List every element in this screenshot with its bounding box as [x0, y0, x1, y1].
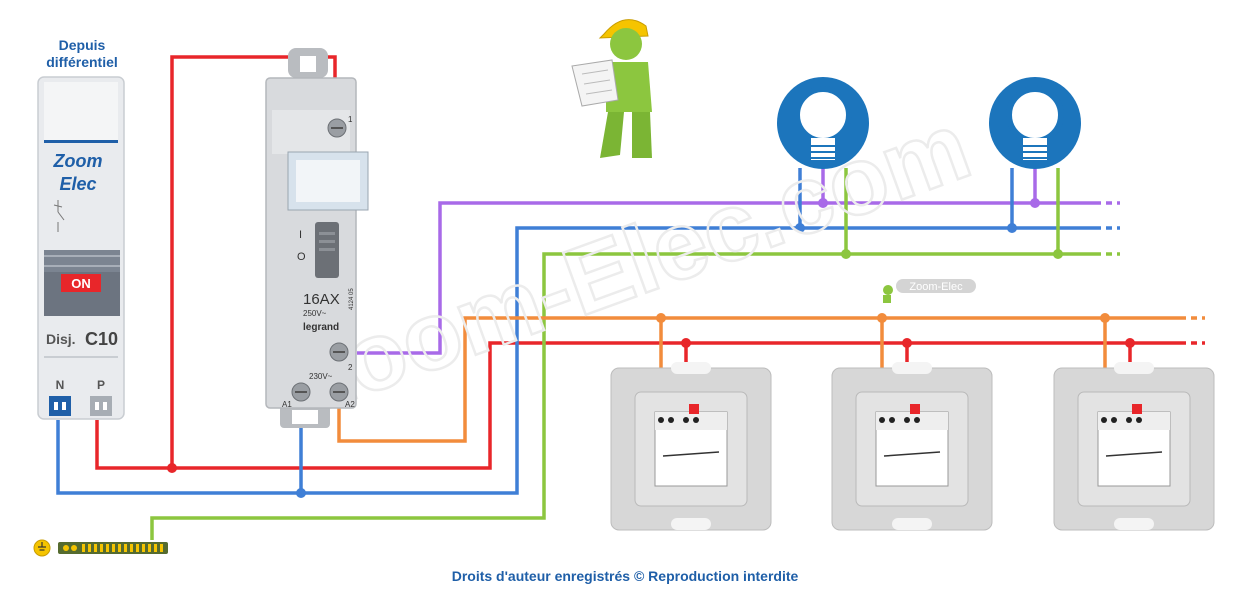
relay-voltage: 250V~ — [303, 309, 327, 318]
earth-symbol-icon — [33, 539, 51, 557]
terminal-p[interactable] — [90, 396, 112, 416]
electrician-figure-icon — [571, 19, 652, 158]
relay-brand: legrand — [303, 322, 339, 333]
wire-lamp-return — [357, 201, 1095, 355]
relay-a2-label: A2 — [345, 400, 355, 409]
zoom-elec-logo-text: Zoom-Elec — [909, 281, 963, 293]
relay-term-2-label: 2 — [348, 363, 353, 372]
terminal-n[interactable] — [49, 396, 71, 416]
wire-neutral-bus — [56, 226, 1095, 495]
zoom-elec-logo: Zoom-Elec — [883, 279, 976, 303]
relay-rating: 16AX — [303, 291, 340, 308]
terminal-n-label: N — [56, 378, 65, 392]
source-label-line1: Depuis — [59, 37, 106, 53]
wire-control — [337, 316, 1180, 443]
breaker-rating: C10 — [85, 329, 118, 349]
relay-mark-o: O — [297, 251, 306, 263]
push-button-2[interactable] — [831, 362, 993, 531]
earth-terminal-bar — [33, 539, 168, 557]
breaker-status-indicator — [61, 274, 101, 292]
push-button-3[interactable] — [1053, 362, 1215, 531]
impulse-relay: 1 I O 16AX 250V~ legrand 4124 05 2 230V~… — [265, 48, 369, 428]
junction-dots — [167, 198, 1135, 498]
lamp-2-icon — [989, 77, 1081, 169]
breaker-brand-line2: Elec — [59, 174, 96, 194]
breaker-brand-line1: Zoom — [53, 151, 103, 171]
breaker-toggle[interactable] — [44, 250, 120, 272]
relay-coil-voltage: 230V~ — [309, 372, 333, 381]
lamp-1-icon — [777, 77, 869, 169]
breaker-symbol-icon — [53, 200, 65, 232]
copyright-notice: Droits d'auteur enregistrés © Reproducti… — [452, 568, 799, 584]
circuit-breaker: Zoom Elec ON Disj. C10 N P — [37, 76, 125, 420]
wire-phase-breaker — [95, 341, 1180, 470]
relay-mark-i: I — [299, 229, 302, 241]
relay-a1-label: A1 — [282, 400, 292, 409]
source-label-line2: différentiel — [46, 54, 118, 70]
push-button-1[interactable] — [610, 362, 772, 531]
terminal-p-label: P — [97, 378, 105, 392]
breaker-label-prefix: Disj. — [46, 331, 76, 347]
relay-term-1-label: 1 — [348, 115, 353, 124]
lamp-drops — [798, 168, 1060, 254]
wire-earth — [150, 252, 1095, 540]
wire-continuation-dashes — [1095, 201, 1205, 345]
relay-ref: 4124 05 — [349, 288, 355, 310]
breaker-status-text: ON — [71, 276, 91, 291]
